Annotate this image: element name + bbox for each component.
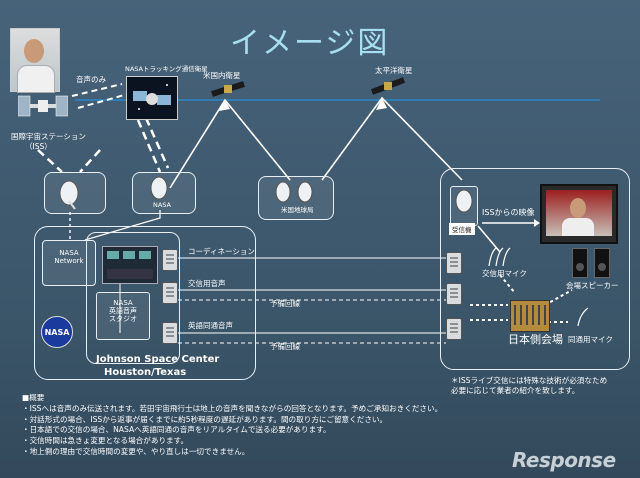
- jsc-phone-english: [162, 322, 178, 344]
- exchange-mic-label: 交信用マイク: [482, 269, 527, 278]
- jsc-label-line2: Houston/Texas: [104, 367, 187, 378]
- note-line-1: ＊ISSライブ交信には特殊な技術が必須なため: [451, 376, 608, 385]
- iss-tracking-dash-2: [77, 93, 129, 109]
- exchange-audio-label: 交信用音声: [188, 279, 226, 288]
- japan-phone-3: [446, 318, 462, 340]
- overview-item-2: ・対話形式の場合、ISSから返事が届くまでに約5秒程度の遅延があります。間の取り…: [22, 414, 388, 424]
- iss-label-line2: （ISS）: [25, 142, 52, 151]
- receiver-box: [450, 186, 478, 226]
- monitor-display: [540, 184, 618, 244]
- mixer-speaker-dash: [544, 289, 573, 306]
- jsc-phone-coordination: [162, 249, 178, 271]
- nasa-tracking-label: NASAトラッキング通信衛星: [125, 65, 208, 73]
- nasa-studio-box: NASA 英語音声 スタジオ: [96, 292, 150, 340]
- speaker-right-icon: [594, 248, 610, 278]
- iss-video-label: ISSからの映像: [482, 208, 535, 217]
- coordination-label: コーディネーション: [188, 247, 255, 256]
- note-line-2: 必要に応じて業者の紹介を致します。: [451, 385, 580, 395]
- jsc-label-line1: Johnson Space Center: [96, 354, 220, 365]
- pacific-satellite-link: [321, 96, 463, 181]
- voice-only-label: 音声のみ: [76, 75, 106, 84]
- receiver-label: 受信機: [449, 223, 475, 235]
- overview-item-3: ・日本語での交信の場合、NASAへ英語同通の音声をリアルタイムで送る必要がありま…: [22, 425, 331, 435]
- japan-phone-2: [446, 283, 462, 305]
- tracking-nasa-dash-2: [144, 117, 170, 169]
- response-logo: Response: [512, 448, 616, 472]
- nasa-studio-label: NASA 英語音声 スタジオ: [109, 299, 137, 324]
- japan-venue-area: [440, 168, 630, 370]
- mic-mixer-dash: [499, 274, 516, 294]
- iss-dish-dash: [37, 149, 63, 173]
- pacific-satellite-label: 太平洋衛星: [375, 66, 413, 75]
- overview-item-1: ・ISSへは音声のみ伝送されます。若田宇宙飛行士は地上の音声を聞きながらの回答と…: [22, 403, 443, 413]
- simul-mic-label: 同通用マイク: [568, 335, 613, 344]
- overview-item-4: ・交信時間は急きょ変更となる場合があります。: [22, 436, 189, 446]
- nasa-dish-label: NASA: [153, 201, 172, 209]
- exchange-mic-icon: [488, 247, 511, 267]
- control-room-image: [102, 246, 158, 284]
- nasa-network-label: NASA Network: [54, 249, 84, 266]
- jsc-inner-box: [86, 232, 180, 364]
- speaker-left-icon: [572, 248, 588, 278]
- diagram-title: イメージ図: [230, 26, 390, 61]
- us-satellite-icon: [211, 81, 245, 97]
- english-simul-label: 英語同通音声: [188, 321, 233, 330]
- pacific-satellite-icon: [370, 77, 406, 95]
- japan-phone-1: [446, 252, 462, 274]
- backup-line-label-2: 予備回線: [270, 342, 300, 351]
- simul-mic-icon: [577, 307, 589, 327]
- nasa-logo-icon: NASA: [41, 316, 73, 348]
- japan-venue-label: 日本側会場: [508, 333, 563, 346]
- backup-line-label-1: 予備回線: [270, 299, 300, 308]
- nasa-dish-box: NASA: [132, 172, 196, 214]
- jsc-phone-exchange: [162, 282, 178, 304]
- overview-item-5: ・地上側の理由で交信時間の変更や、やり直しは一切できません。: [22, 446, 250, 456]
- astronaut-photo: [10, 28, 60, 93]
- overview-heading: ■概要: [22, 393, 45, 402]
- mixer-icon: [510, 300, 550, 332]
- us-ground-station-label: 米国地球局: [281, 206, 314, 214]
- venue-speaker-label: 会場スピーカー: [566, 281, 619, 290]
- nasa-network-box: NASA Network: [42, 240, 96, 286]
- iss-ground-dish-box: [44, 172, 106, 214]
- dish-iss-dash: [79, 149, 101, 173]
- johnson-space-center-area: [34, 226, 256, 380]
- overview-section: ■概要 ・ISSへは音声のみ伝送されます。若田宇宙飛行士は地上の音声を聞きながら…: [22, 393, 442, 458]
- tracking-nasa-dash-1: [136, 119, 162, 173]
- tracking-satellite-image: [126, 76, 178, 120]
- technical-note: ＊ISSライブ交信には特殊な技術が必須なため 必要に応じて業者の紹介を致します。: [451, 376, 607, 396]
- us-satellite-label: 米国内衛星: [203, 71, 241, 80]
- receiver-link: [477, 225, 501, 253]
- iss-station-icon: [18, 95, 68, 117]
- iss-label-line1: 国際宇宙ステーション: [11, 132, 86, 141]
- us-ground-station-box: 米国地球局: [258, 176, 334, 220]
- iss-tracking-dash-1: [71, 83, 123, 97]
